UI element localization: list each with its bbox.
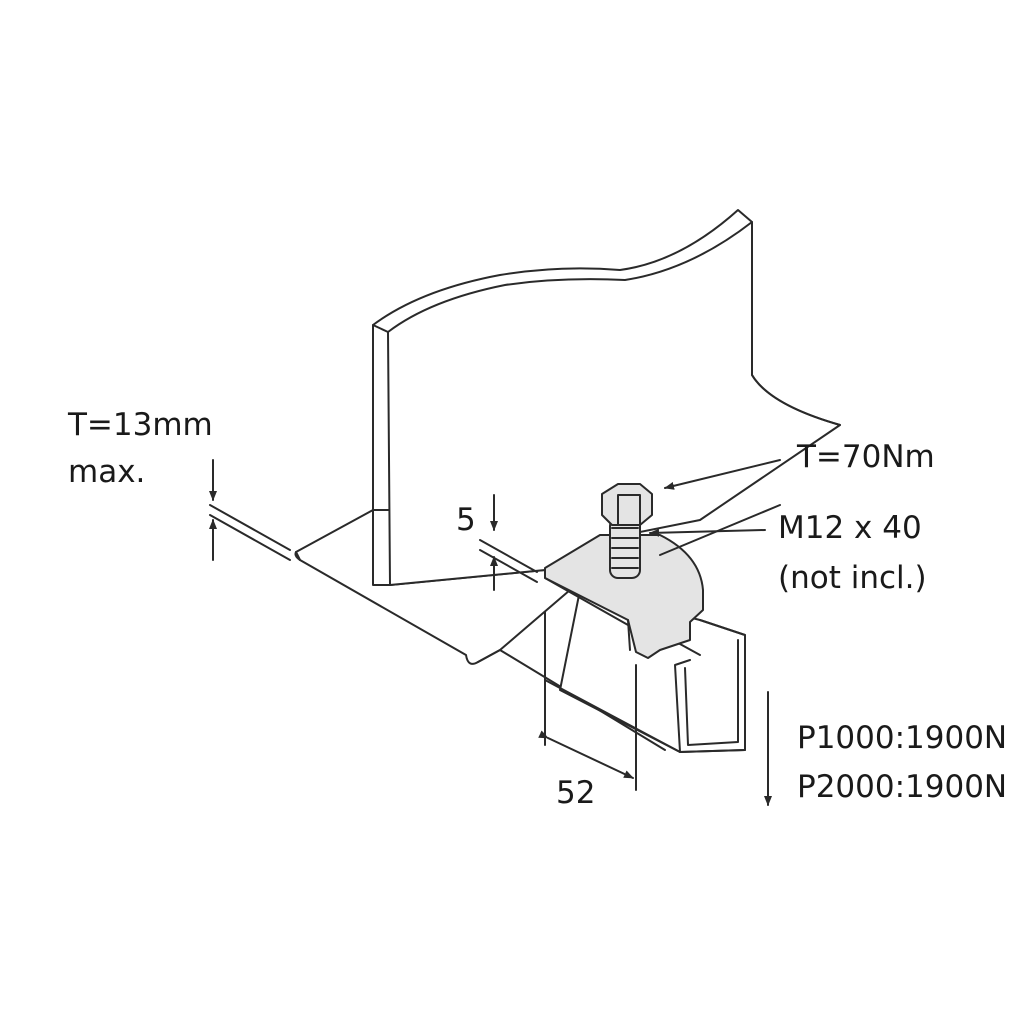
load-p1000-label: P1000:1900N: [797, 720, 1007, 756]
clamp-thickness-label: 5: [456, 502, 476, 538]
torque-label: T=70Nm: [796, 439, 935, 475]
bolt-label: M12 x 40: [778, 510, 922, 546]
beam-web: [372, 209, 841, 586]
load-p2000-label: P2000:1900N: [797, 769, 1007, 805]
bolt: [601, 483, 653, 579]
thickness-max-suffix: max.: [68, 454, 145, 490]
clamp: [544, 534, 704, 659]
dimensions: [209, 459, 781, 806]
width-label: 52: [556, 775, 595, 811]
thickness-max-label: T=13mm: [67, 407, 213, 443]
bolt-note-label: (not incl.): [778, 560, 927, 596]
